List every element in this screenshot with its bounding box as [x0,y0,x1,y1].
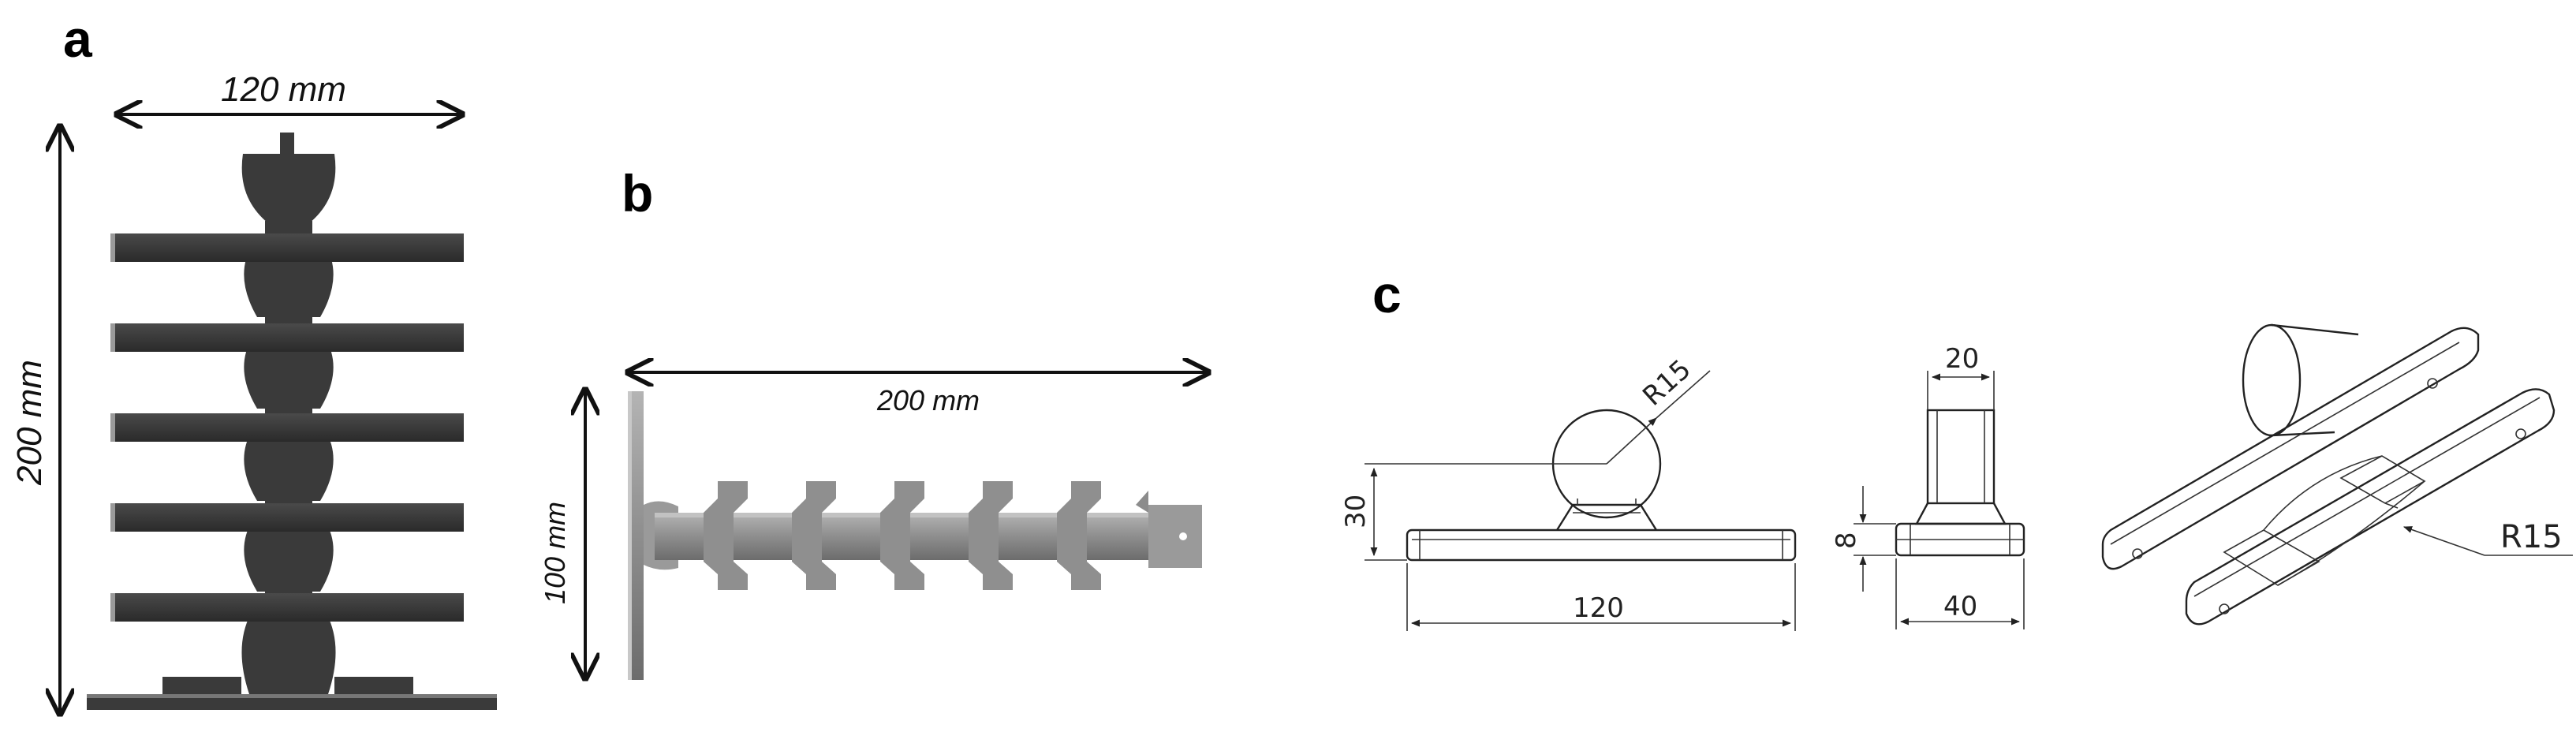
panel-a-letter: a [63,9,93,68]
panel-b-length-label: 200 mm [876,384,980,416]
panel-c-side-base-width-label: 40 [1943,591,1977,622]
panel-b-lugs [704,481,1101,590]
panel-c-iso-view: R15 [2101,323,2573,626]
panel-c-iso-radius-label: R15 [2500,519,2563,555]
panel-c-side-top-label: 20 [1945,343,1979,375]
panel-c-front-length-label: 120 [1573,592,1624,624]
panel-a-height-label: 200 mm [10,360,49,486]
panel-b-height-label: 100 mm [539,502,571,604]
panel-c-front-radius-label: R15 [1637,353,1697,412]
panel-a: a 120 mm 200 mm [10,9,497,714]
panel-c-letter: c [1372,265,1402,323]
panel-c-side-base-height-label: 8 [1831,532,1862,549]
panel-a-base [87,677,497,710]
panel-b-spine-bar [655,513,1202,560]
panel-c-front-height-label: 30 [1340,495,1372,528]
panel-a-width-label: 120 mm [221,70,346,109]
panel-b-letter: b [622,164,653,222]
panel-c: c R15 30 1 [1340,265,2573,631]
panel-a-plates [110,233,464,622]
panel-b: b 200 mm 100 mm [539,164,1208,680]
panel-c-front-view: R15 30 120 [1340,353,1797,631]
panel-c-side-view: 20 8 40 [1831,343,2025,629]
